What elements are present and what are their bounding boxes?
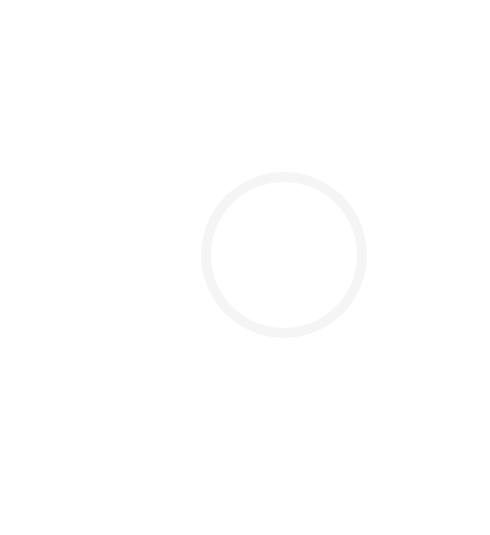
loading-spinner-icon: [201, 172, 367, 338]
spinner-ring: [201, 172, 367, 338]
loading-spinner: [198, 169, 370, 341]
